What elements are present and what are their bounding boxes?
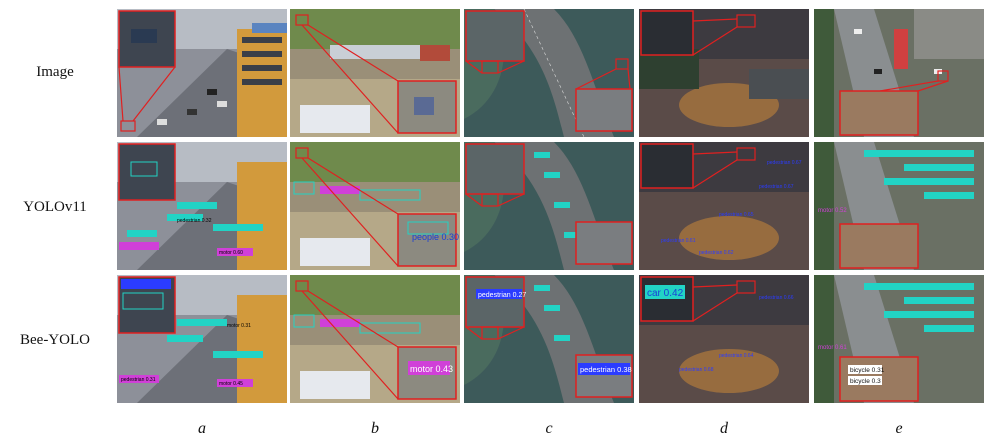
panel-yolov11-b: people 0.30 xyxy=(290,142,460,270)
panel-bee-yolo-c: pedestrian 0.27 pedestrian 0.38 xyxy=(464,275,634,403)
col-label-d: d xyxy=(720,420,728,437)
panel-yolov11-e: motor 0.52 xyxy=(814,142,984,270)
panel-bee-yolo-e: bicycle 0.31 bicycle 0.3 motor 0.61 xyxy=(814,275,984,403)
det-label: pedestrian 0.27 xyxy=(478,292,526,299)
col-label-b: b xyxy=(371,420,379,437)
det-label: bicycle 0.31 xyxy=(850,367,885,374)
det-label: car 0.42 xyxy=(647,288,684,299)
det-label: motor 0.31 xyxy=(227,323,251,329)
row-label-image: Image xyxy=(36,64,74,80)
panel-yolov11-d: pedestrian 0.67 pedestrian 0.67 pedestri… xyxy=(639,142,809,270)
panel-bee-yolo-d: car 0.42 pedestrian 0.66 pedestrian 0.68… xyxy=(639,275,809,403)
det-label: motor 0.52 xyxy=(818,208,847,214)
det-label: pedestrian 0.66 xyxy=(759,295,794,301)
det-label: pedestrian 0.61 xyxy=(661,238,696,244)
det-label: pedestrian 0.64 xyxy=(719,353,754,359)
panel-bee-yolo-b: motor 0.43 xyxy=(290,275,460,403)
panel-yolov11-a: pedestrian 0.32 motor 0.60 xyxy=(117,142,287,270)
det-label: pedestrian 0.32 xyxy=(177,218,212,224)
det-label: pedestrian 0.67 xyxy=(759,184,794,190)
panel-image-b xyxy=(290,9,460,137)
row-label-bee-yolo: Bee-YOLO xyxy=(20,332,90,348)
col-label-e: e xyxy=(895,420,903,437)
det-label: motor 0.43 xyxy=(410,364,453,374)
det-label: motor 0.60 xyxy=(219,250,243,256)
det-label: pedestrian 0.31 xyxy=(121,377,156,383)
panel-image-e xyxy=(814,9,984,137)
panel-yolov11-c xyxy=(464,142,634,270)
row-label-yolov11: YOLOv11 xyxy=(23,199,87,215)
panel-image-d xyxy=(639,9,809,137)
det-label: bicycle 0.3 xyxy=(850,378,881,385)
panel-image-a xyxy=(117,9,287,137)
det-label: pedestrian 0.38 xyxy=(580,365,632,374)
col-label-c: c xyxy=(545,420,553,437)
det-label: pedestrian 0.65 xyxy=(719,212,754,218)
panel-bee-yolo-a: motor 0.31 motor 0.45 pedestrian 0.31 xyxy=(117,275,287,403)
det-label: pedestrian 0.68 xyxy=(679,367,714,373)
det-label: people 0.30 xyxy=(412,232,459,242)
det-label: motor 0.61 xyxy=(818,345,847,351)
col-label-a: a xyxy=(198,420,206,437)
det-label: pedestrian 0.62 xyxy=(699,250,734,256)
det-label: motor 0.45 xyxy=(219,381,243,387)
panel-image-c xyxy=(464,9,634,137)
det-label: pedestrian 0.67 xyxy=(767,160,802,166)
